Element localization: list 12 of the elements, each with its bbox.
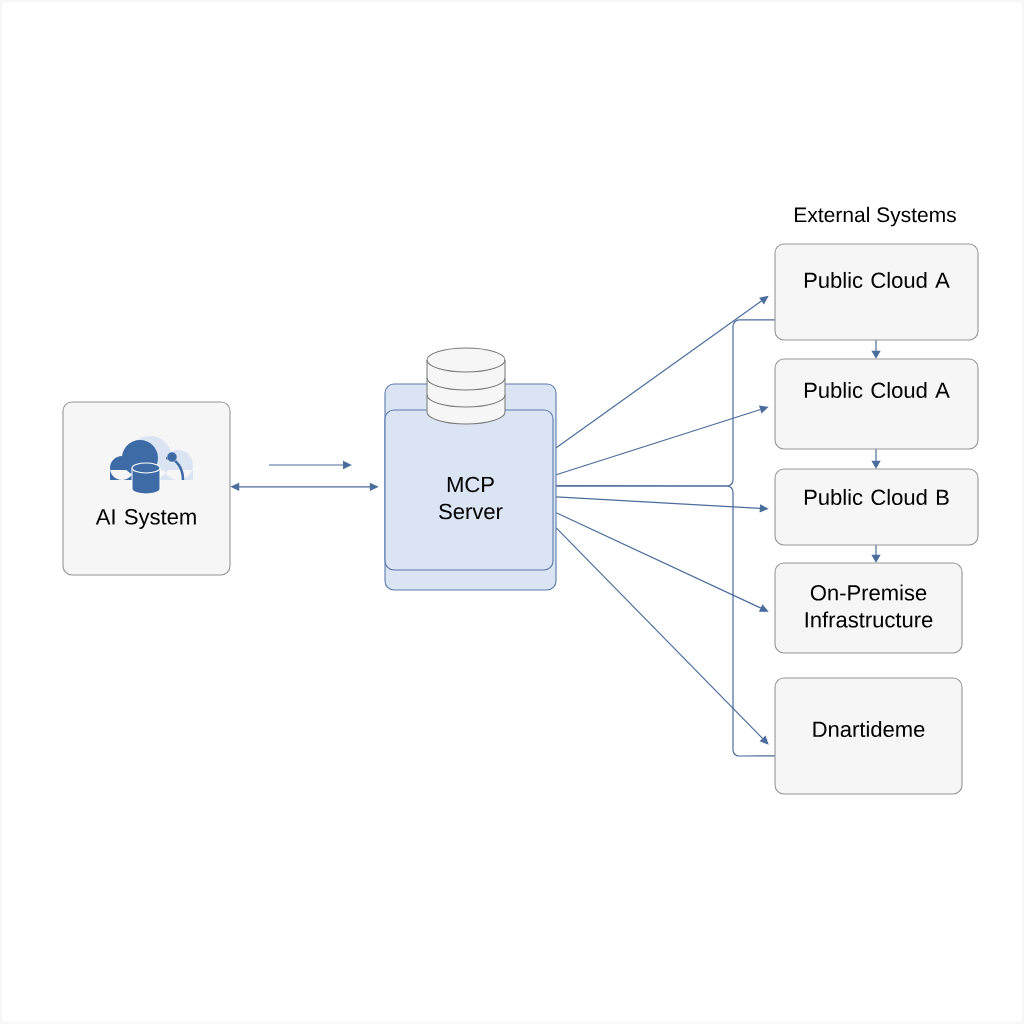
- arrow: [871, 339, 881, 359]
- arrow: [871, 448, 881, 469]
- system-box: On-Premise Infrastructure: [774, 562, 963, 654]
- system-box: Public Cloud B: [774, 468, 979, 546]
- arrow: [555, 512, 769, 612]
- arrow: [871, 544, 881, 563]
- arrow: [555, 527, 769, 745]
- system-box: Public Cloud A: [774, 243, 979, 341]
- system-box: Public Cloud A: [774, 358, 979, 450]
- system-box: AI System: [62, 401, 231, 576]
- system-box: Dnartideme: [774, 677, 963, 795]
- server-box: MCP Server: [384, 383, 557, 591]
